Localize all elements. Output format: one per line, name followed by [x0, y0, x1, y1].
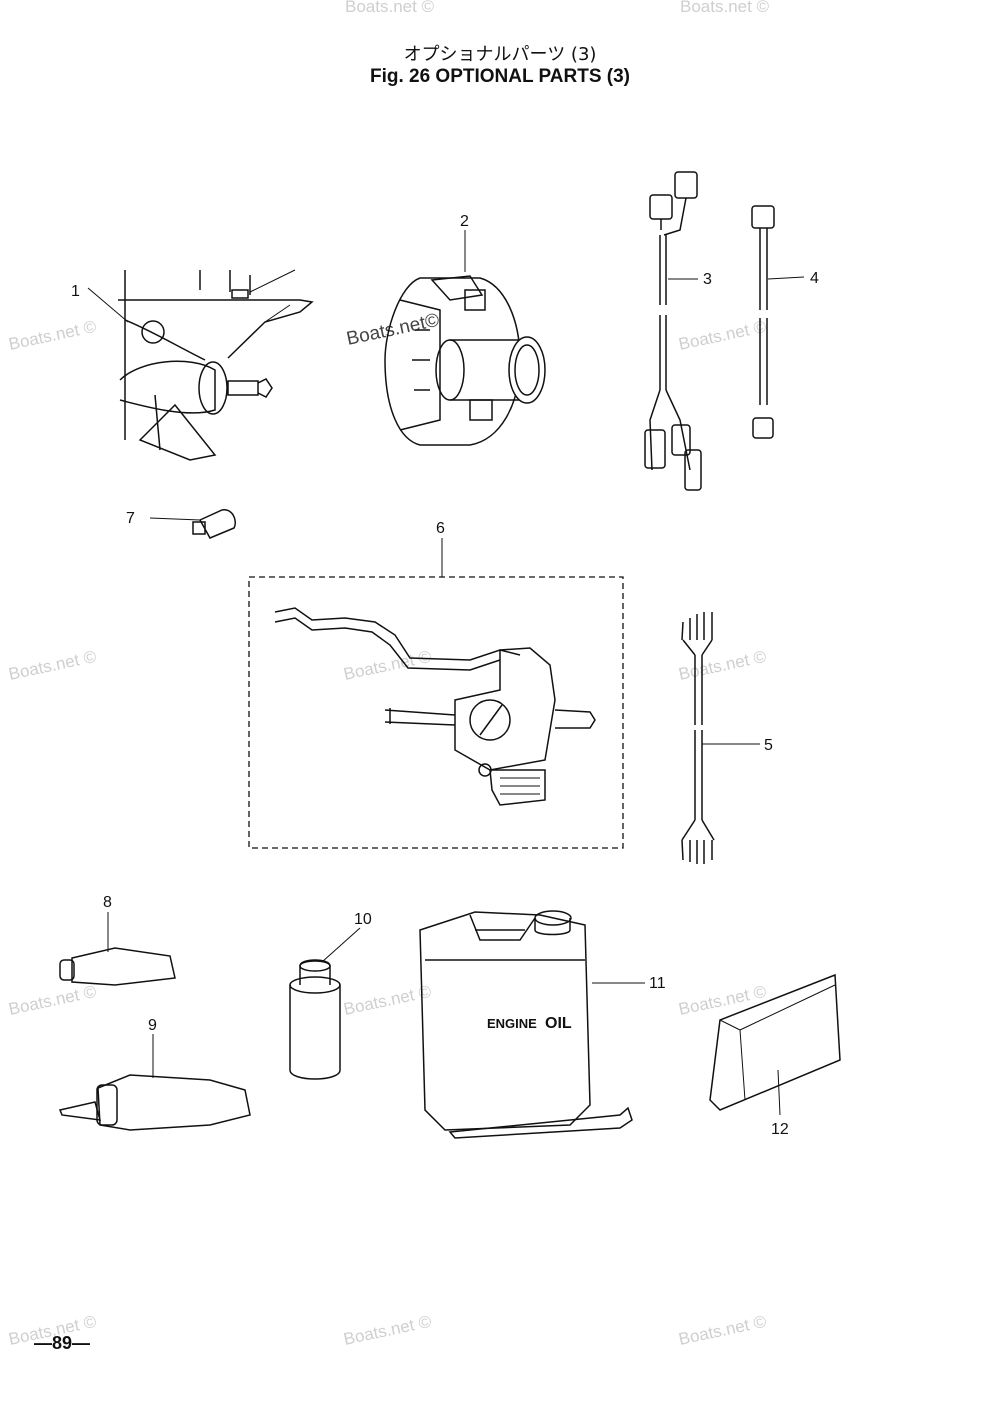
oil-label: OIL	[545, 1015, 572, 1032]
watermark: Boats.net ©	[7, 647, 99, 684]
part-8-tube	[59, 947, 176, 986]
watermark: Boats.net ©	[677, 982, 769, 1019]
callouts: 1 2 3 4 5 6 7 8 9 10 11 12	[71, 213, 819, 1138]
watermark: Boats.net ©	[345, 0, 435, 16]
callout-7: 7	[126, 510, 135, 527]
part-7-plug	[192, 509, 236, 539]
callout-12: 12	[771, 1121, 789, 1138]
part-1-lower-unit	[118, 269, 314, 461]
watermark: Boats.net ©	[680, 0, 770, 16]
page-number: —89—	[34, 1333, 91, 1353]
watermark: Boats.net ©	[342, 647, 434, 684]
callout-9: 9	[148, 1017, 157, 1034]
callout-2: 2	[460, 213, 469, 230]
watermark: Boats.net ©	[342, 982, 434, 1019]
part-9-tube	[58, 1074, 251, 1131]
callout-10: 10	[354, 911, 372, 928]
title-japanese: オプショナルパーツ (3)	[403, 44, 597, 65]
callout-8: 8	[103, 894, 112, 911]
part-2-rotor	[384, 275, 546, 446]
watermark: Boats.net ©	[677, 317, 769, 354]
watermarks: Boats.net © Boats.net © Boats.net © Boat…	[7, 0, 770, 1349]
callout-3: 3	[703, 271, 712, 288]
callout-4: 4	[810, 270, 819, 287]
watermark: Boats.net ©	[342, 1312, 434, 1349]
part-11-oil-container: ENGINE OIL	[419, 910, 633, 1139]
engine-label: ENGINE	[487, 1016, 537, 1031]
leader-lines	[87, 230, 805, 1116]
part-10-can	[289, 959, 341, 1080]
watermark: Boats.net ©	[677, 1312, 769, 1349]
callout-1: 1	[71, 283, 80, 300]
part-5-wire-harness	[681, 612, 715, 864]
callout-11: 11	[649, 975, 666, 992]
callout-5: 5	[764, 737, 773, 754]
figure-title: Fig. 26 OPTIONAL PARTS (3)	[369, 66, 631, 87]
callout-6: 6	[436, 520, 445, 537]
part-6-kit	[248, 576, 624, 849]
watermark: Boats.net ©	[7, 317, 99, 354]
part-12-bag	[709, 973, 841, 1111]
part-4-extension-cord	[751, 205, 775, 439]
watermark: Boats.net ©	[7, 982, 99, 1019]
watermark: Boats.net ©	[677, 647, 769, 684]
part-3-harness	[644, 171, 702, 491]
